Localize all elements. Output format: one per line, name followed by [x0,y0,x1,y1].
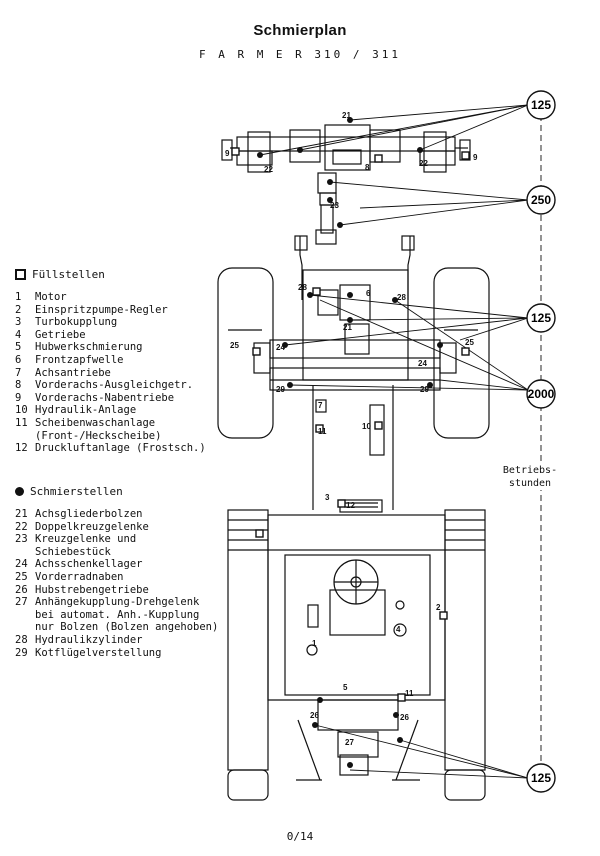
callout-28-right: 28 [397,293,406,302]
callout-26-right: 26 [400,713,409,722]
fill-points-heading: Füllstellen [15,268,206,281]
callout-21-mid: 21 [343,323,352,332]
callout-11: 11 [318,427,327,436]
leader-lines [259,104,542,779]
callout-22-left: 22 [264,165,273,174]
page-subtitle: F A R M E R 310 / 311 [198,48,402,61]
callout-7: 7 [318,401,323,410]
callout-12: 12 [346,501,355,510]
callout-28-left: 28 [298,283,307,292]
callout-2: 2 [436,603,441,612]
interval-circle-1 [526,90,556,120]
front-axle-top [221,124,471,245]
interval-label-3: 125 [531,311,551,325]
operating-hours-label: Betriebs- stunden [490,464,570,490]
callout-29-left: 29 [276,385,285,394]
list-item-continuation: bei automat. Anh.-Kupplung [35,608,200,621]
list-item-continuation: Schiebestück [35,545,111,558]
callout-1: 1 [312,639,317,648]
callout-3: 3 [325,493,330,502]
tractor-body [217,235,490,801]
callout-26-left: 26 [310,711,319,720]
callout-21-top: 21 [342,111,351,120]
square-icon [15,269,26,280]
callout-8: 8 [365,163,370,172]
list-item-continuation: (Front-/Heckscheibe) [35,429,162,442]
callout-6: 6 [366,289,371,298]
callout-9-right: 9 [473,153,478,162]
page-title: Schmierplan [253,22,347,39]
callout-22-right: 22 [419,159,428,168]
callout-29-right: 29 [420,385,429,394]
list-item-continuation: nur Bolzen (Bolzen angehoben) [35,621,219,634]
interval-label-1: 125 [531,98,551,112]
dot-icon [15,487,24,496]
callout-24-left: 24 [276,343,285,352]
fill-point-markers [231,147,470,702]
callout-25-left: 25 [230,341,239,350]
callout-labels: 21 9 9 22 22 8 23 28 28 6 21 25 25 24 24… [225,111,478,747]
callout-9-left: 9 [225,149,230,158]
callout-27: 27 [345,738,354,747]
interval-label-5: 125 [531,771,551,785]
interval-label-4: 2000 [528,387,555,401]
callout-11-rear: 11 [405,689,414,698]
callout-24-right: 24 [418,359,427,368]
callout-5: 5 [343,683,348,692]
interval-circle-4 [526,379,556,409]
fill-points-heading-text: Füllstellen [32,268,105,281]
page-number: 0/14 [286,830,314,843]
callout-10: 10 [362,422,371,431]
grease-points-heading-text: Schmierstellen [30,485,123,498]
callout-4: 4 [396,625,401,634]
grease-points-heading: Schmierstellen [15,485,218,498]
callout-23: 23 [330,201,339,210]
interval-label-2: 250 [531,193,551,207]
interval-circle-2 [526,185,556,215]
lube-point-markers [257,117,443,768]
interval-circle-3 [526,303,556,333]
interval-markers: 125 250 125 2000 125 [526,90,556,793]
interval-circle-5 [526,763,556,793]
callout-25-right: 25 [465,338,474,347]
